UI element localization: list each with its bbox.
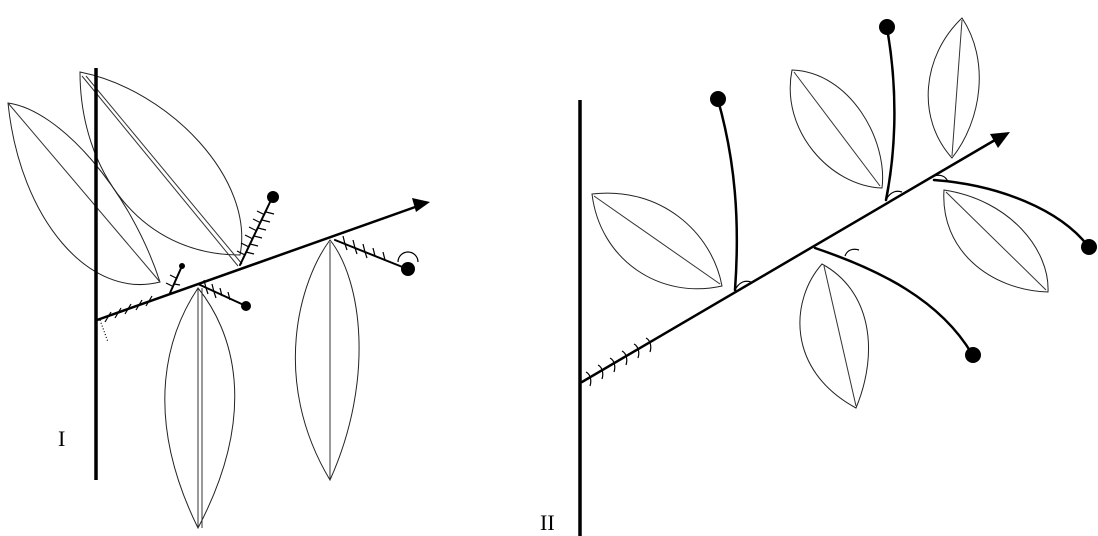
panel-2-leaf-left xyxy=(591,192,723,290)
panel-2-base-scales xyxy=(585,337,652,387)
panel-1-leaf-top-vein xyxy=(81,75,239,267)
panel-2-shoot xyxy=(580,138,997,384)
panel-1-label: I xyxy=(58,426,65,451)
panel-2-arrowhead xyxy=(990,132,1010,148)
panel-2-label: II xyxy=(540,510,555,535)
panel-1-stipple xyxy=(99,319,109,343)
panel-2-leaf-right-vein xyxy=(945,191,1047,291)
panel-2-twig-3-scale xyxy=(933,174,949,183)
panel-1-arrowhead xyxy=(412,198,430,212)
panel-1-fruit-1 xyxy=(267,191,279,203)
panel-2-twig-1 xyxy=(716,98,739,292)
panel-1-shoot xyxy=(95,204,420,322)
panel-2-twig-2-scale xyxy=(885,190,903,201)
panel-1-fruit-4 xyxy=(401,262,415,276)
panel-1-fruit-2 xyxy=(179,263,185,269)
panel-2-leaf-top-middle-vein xyxy=(793,71,881,187)
panel-2-leaf-left-vein xyxy=(593,195,721,285)
panel-1-leaf-bottom-right xyxy=(294,239,360,482)
panel-2-fruit-2 xyxy=(879,19,895,35)
panel-2-twig-4 xyxy=(813,246,974,356)
panel-1-fruit-3 xyxy=(241,301,251,311)
panel-1-leaf-top-vein-2 xyxy=(85,75,243,265)
panel-2-leaf-bottom-middle xyxy=(799,263,870,409)
panel-2-twig-1-scale xyxy=(734,280,752,291)
panel-1-leaf-bottom-left xyxy=(164,287,236,530)
panel-2-twig-2 xyxy=(884,26,896,202)
panel-2-leaf-bottom-middle-vein xyxy=(823,265,857,407)
panel-1-leaf-left-vein xyxy=(7,102,161,283)
panel-2-leaf-top-right xyxy=(927,17,980,159)
panel-1-twig-2 xyxy=(165,263,185,294)
panel-2-twig-3 xyxy=(932,178,1090,248)
panel-1-fruit-4-ring xyxy=(397,251,419,263)
panel-2-fruit-1 xyxy=(710,91,726,107)
panel-2: II xyxy=(540,17,1097,536)
panel-1-base-scales xyxy=(104,295,153,323)
panel-1: I xyxy=(7,68,430,530)
panel-2-twig-4-scale xyxy=(844,248,860,257)
panel-2-fruit-4 xyxy=(965,347,981,363)
panel-2-fruit-3 xyxy=(1081,239,1097,255)
panel-1-twig-1 xyxy=(236,191,279,266)
panel-1-twig-3 xyxy=(197,279,251,311)
panel-2-leaf-top-right-vein xyxy=(951,19,963,157)
panel-1-twig-4 xyxy=(334,235,419,276)
